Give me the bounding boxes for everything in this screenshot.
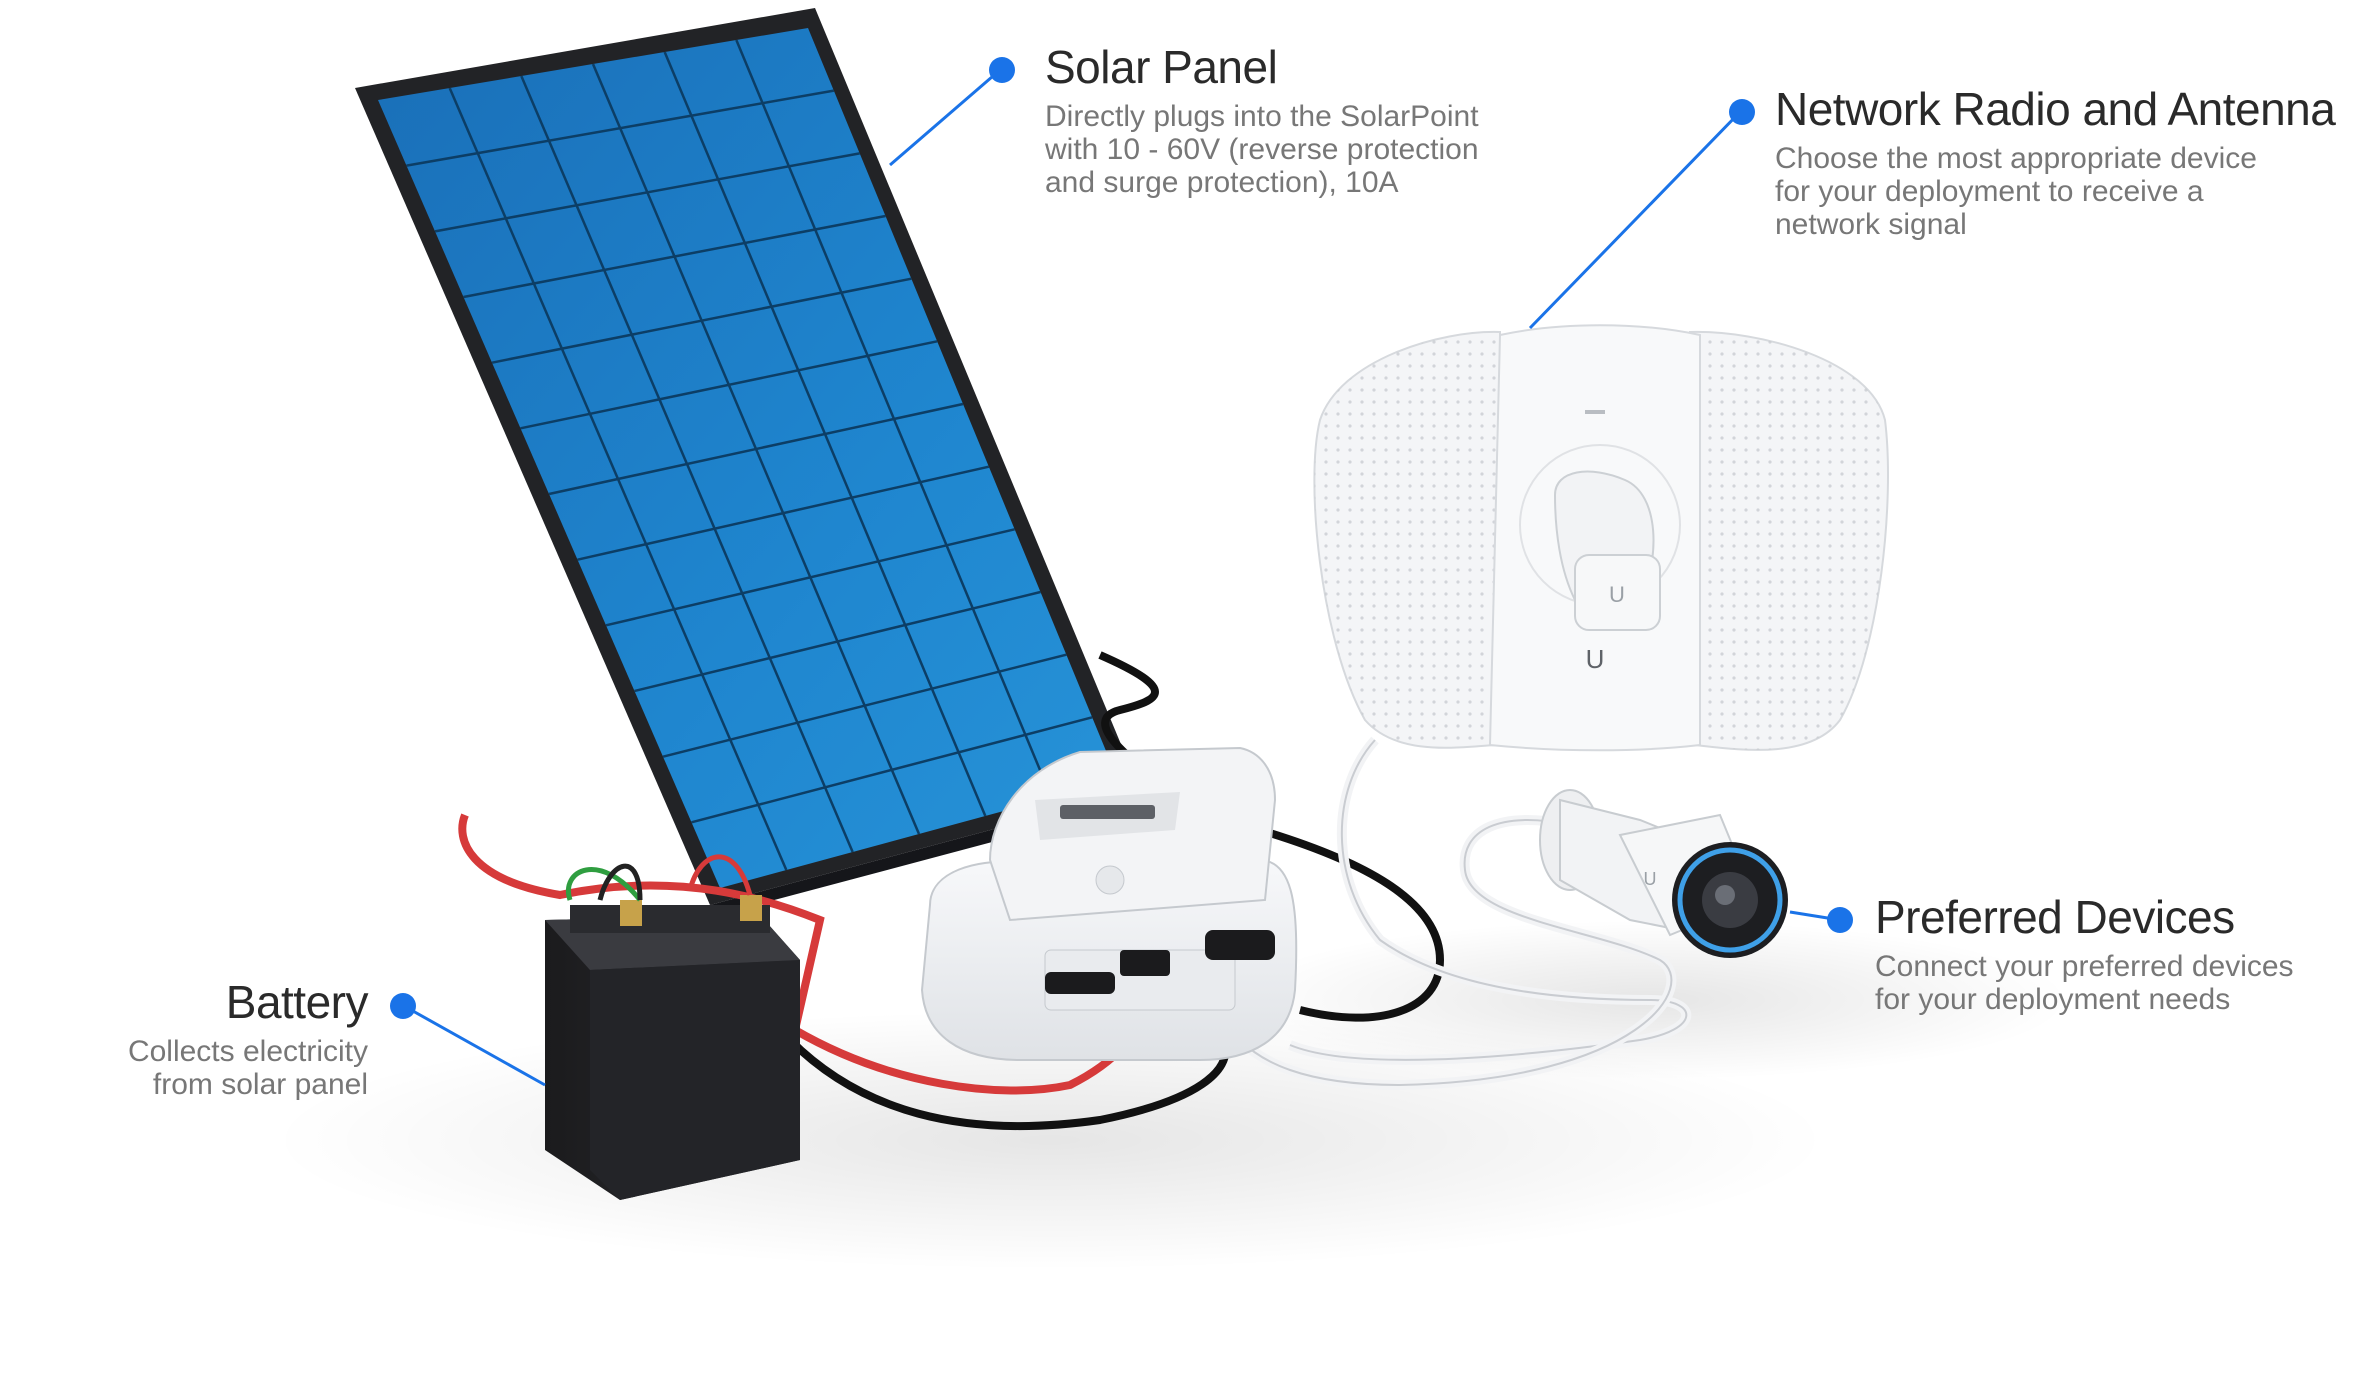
network-radio-callout: Network Radio and Antenna Choose the mos… — [1775, 82, 2336, 241]
panel-grid-row-line — [491, 277, 912, 364]
panel-grid-row-line — [605, 528, 1015, 627]
panel-grid-row-line — [463, 214, 886, 299]
solar-panel-callout: Solar Panel Directly plugs into the Sola… — [1045, 40, 1479, 199]
solar-panel-leader-line — [889, 68, 1001, 167]
network-radio-callout-dot — [1729, 99, 1755, 125]
security-camera: U — [1539, 789, 1788, 958]
camera-logo: U — [1644, 869, 1657, 889]
battery-description: Collects electricity from solar panel — [127, 1035, 368, 1101]
panel-grid-row-line — [662, 653, 1067, 758]
solar-panel-title: Solar Panel — [1045, 41, 1278, 93]
white-cable-antenna-outline — [1289, 739, 1688, 1061]
network-radio-description: Choose the most appropriate device for y… — [1775, 142, 2257, 241]
preferred-devices-callout-dot — [1827, 907, 1853, 933]
panel-grid-row-line — [406, 89, 835, 167]
battery-callout: Battery Collects electricity from solar … — [127, 975, 369, 1101]
battery-title: Battery — [225, 976, 369, 1028]
white-cable-camera-outline — [1239, 819, 1673, 1087]
antenna-logo: U — [1609, 582, 1625, 607]
network-antenna: U U — [1313, 324, 1889, 752]
panel-grid-row-line — [634, 590, 1041, 693]
solar-panel-callout-dot — [989, 57, 1015, 83]
battery-leader-line — [403, 1004, 546, 1087]
black-cable — [787, 1037, 1230, 1131]
antenna-logo-lower: U — [1586, 644, 1605, 674]
network-radio-title: Network Radio and Antenna — [1775, 83, 2336, 135]
preferred-devices-title: Preferred Devices — [1875, 891, 2235, 943]
network-radio-leader-line — [1528, 110, 1742, 330]
preferred-devices-callout: Preferred Devices Connect your preferred… — [1875, 890, 2294, 1016]
panel-grid-row-line — [434, 152, 860, 233]
battery — [545, 854, 800, 1200]
preferred-devices-description: Connect your preferred devices for your … — [1875, 950, 2294, 1016]
red-cable — [458, 813, 1149, 1095]
solarpoint-device — [920, 746, 1298, 1061]
panel-grid-row-line — [577, 465, 990, 561]
panel-grid-row-line — [691, 716, 1093, 824]
panel-grid-row-line — [520, 340, 938, 430]
solar-panel-grid — [406, 39, 1093, 871]
battery-callout-dot — [390, 993, 416, 1019]
solar-panel-description: Directly plugs into the SolarPoint with … — [1045, 100, 1479, 199]
panel-grid-row-line — [548, 402, 964, 496]
